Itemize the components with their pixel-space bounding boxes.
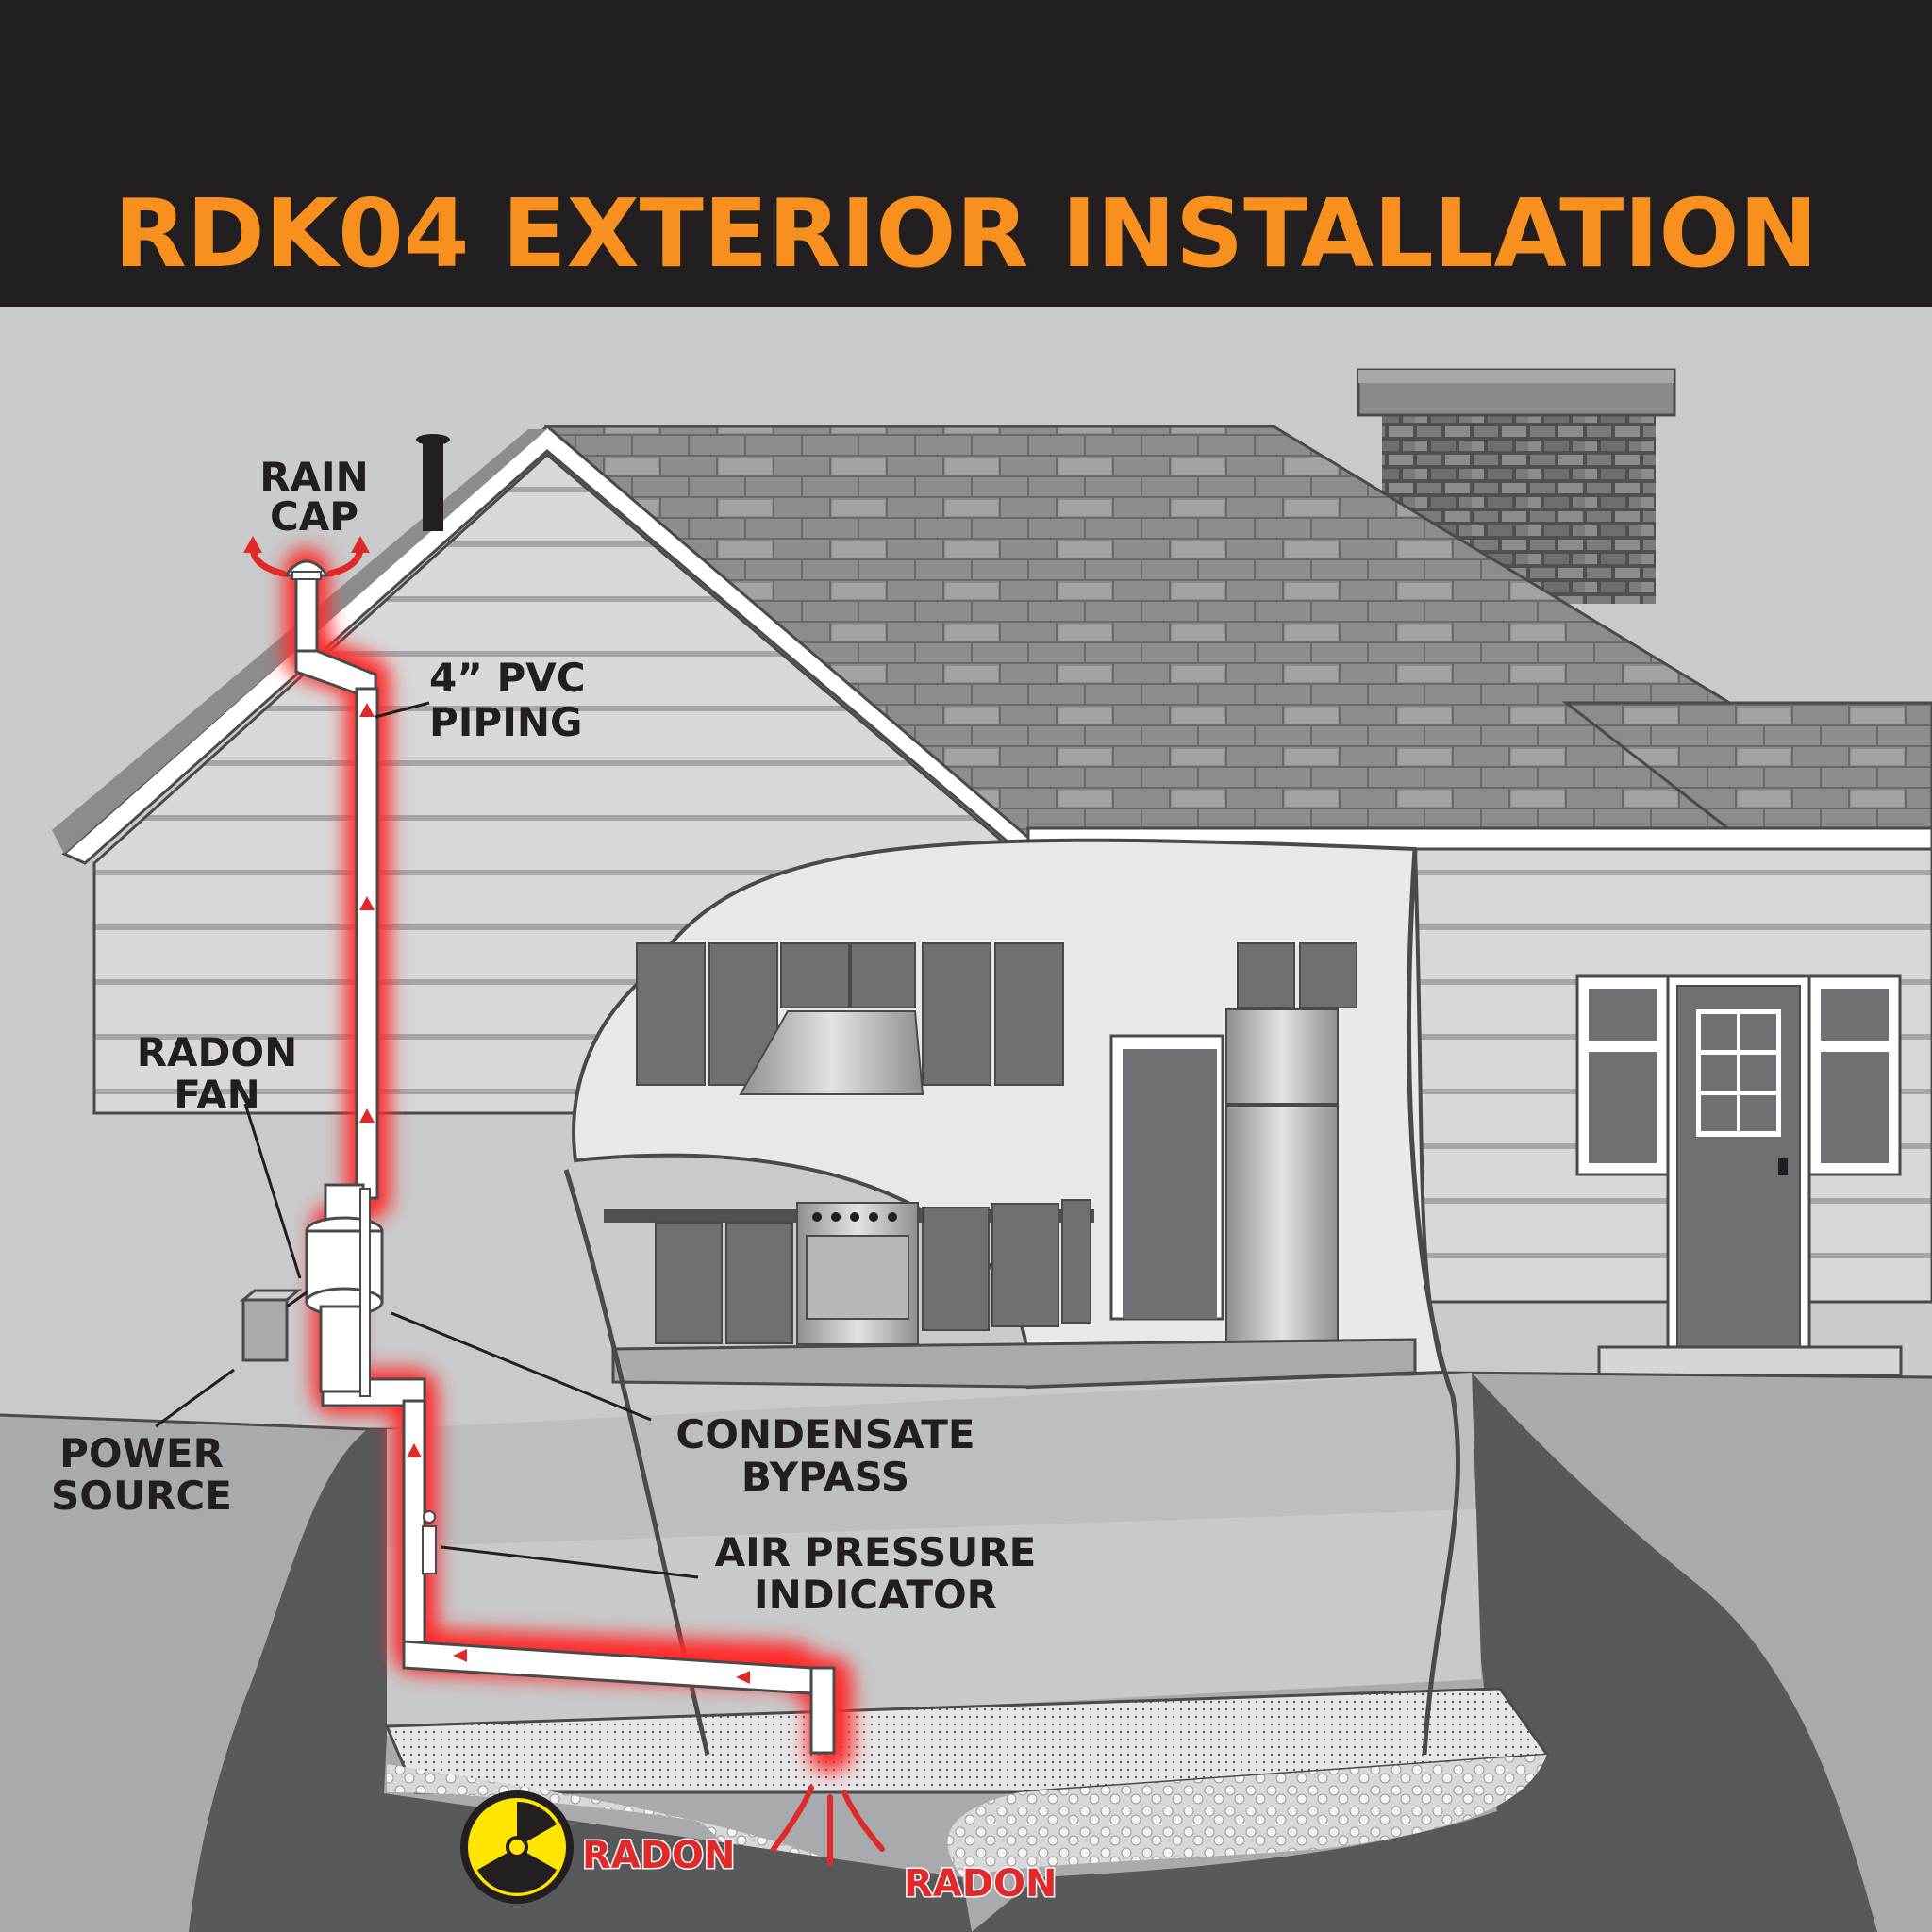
flow-arrow-up	[359, 896, 375, 910]
refrigerator	[1225, 1008, 1339, 1342]
label-power-source: POWER SOURCE	[51, 1430, 232, 1519]
radon-fan-label-line2: FAN	[174, 1072, 260, 1118]
flow-arrow-left	[453, 1649, 467, 1662]
power-source-label-line2: SOURCE	[51, 1473, 232, 1519]
air-pressure-label-line2: INDICATOR	[754, 1572, 997, 1618]
radon-fan-label-line1: RADON	[137, 1029, 298, 1075]
radon-intake-arrows	[771, 1785, 885, 1866]
page-title: RDK04 EXTERIOR INSTALLATION	[114, 178, 1818, 289]
exhaust-arrow-left	[243, 536, 262, 553]
front-window-right	[1807, 974, 1902, 1176]
leader-lines	[155, 701, 699, 1579]
chimney	[1357, 368, 1676, 604]
label-rain-cap: RAIN CAP	[259, 454, 369, 540]
radon-label-left: RADON	[582, 1834, 735, 1877]
oven	[796, 1202, 919, 1345]
front-step	[1597, 1345, 1903, 1377]
front-window-left	[1575, 974, 1670, 1176]
flow-arrow-up	[407, 1443, 422, 1457]
flow-arrow-up	[359, 703, 375, 717]
label-air-pressure-indicator: AIR PRESSURE INDICATOR	[715, 1529, 1037, 1618]
roof-vent-stack	[416, 434, 450, 531]
flow-arrows	[359, 703, 750, 1684]
foundation-edge-right	[1407, 848, 1461, 1756]
condensate-bypass-tube	[359, 1188, 371, 1397]
pvc-piping-label-line2: PIPING	[429, 699, 582, 745]
flow-arrow-up	[359, 1108, 375, 1123]
radon-symbol-text: Rn	[496, 1867, 522, 1887]
kitchen-cutaway	[572, 838, 1446, 1390]
label-radon-fan: RADON FAN	[137, 1029, 298, 1118]
power-source-label-line1: POWER	[59, 1430, 224, 1476]
rain-cap	[283, 559, 330, 580]
roof	[52, 425, 1932, 867]
label-condensate-bypass: CONDENSATE BYPASS	[675, 1411, 974, 1500]
rain-cap-label-line2: CAP	[270, 493, 358, 540]
radon-hazard-icon: Rn	[460, 1790, 574, 1904]
label-pvc-piping: 4” PVC PIPING	[429, 655, 586, 745]
header-band	[0, 0, 1932, 307]
flow-arrow-left	[736, 1671, 750, 1684]
condensate-bypass-label-line1: CONDENSATE	[675, 1411, 974, 1457]
rain-cap-label-line1: RAIN	[259, 454, 369, 500]
pvc-piping-label-line1: 4” PVC	[429, 655, 586, 701]
power-source-box	[239, 1289, 308, 1362]
condensate-bypass-label-line2: BYPASS	[741, 1454, 909, 1500]
air-pressure-indicator	[422, 1510, 437, 1574]
radon-label-right: RADON	[904, 1862, 1057, 1906]
air-pressure-label-line1: AIR PRESSURE	[715, 1529, 1037, 1575]
exhaust-arrow-right	[351, 536, 370, 553]
front-door	[1666, 974, 1811, 1351]
